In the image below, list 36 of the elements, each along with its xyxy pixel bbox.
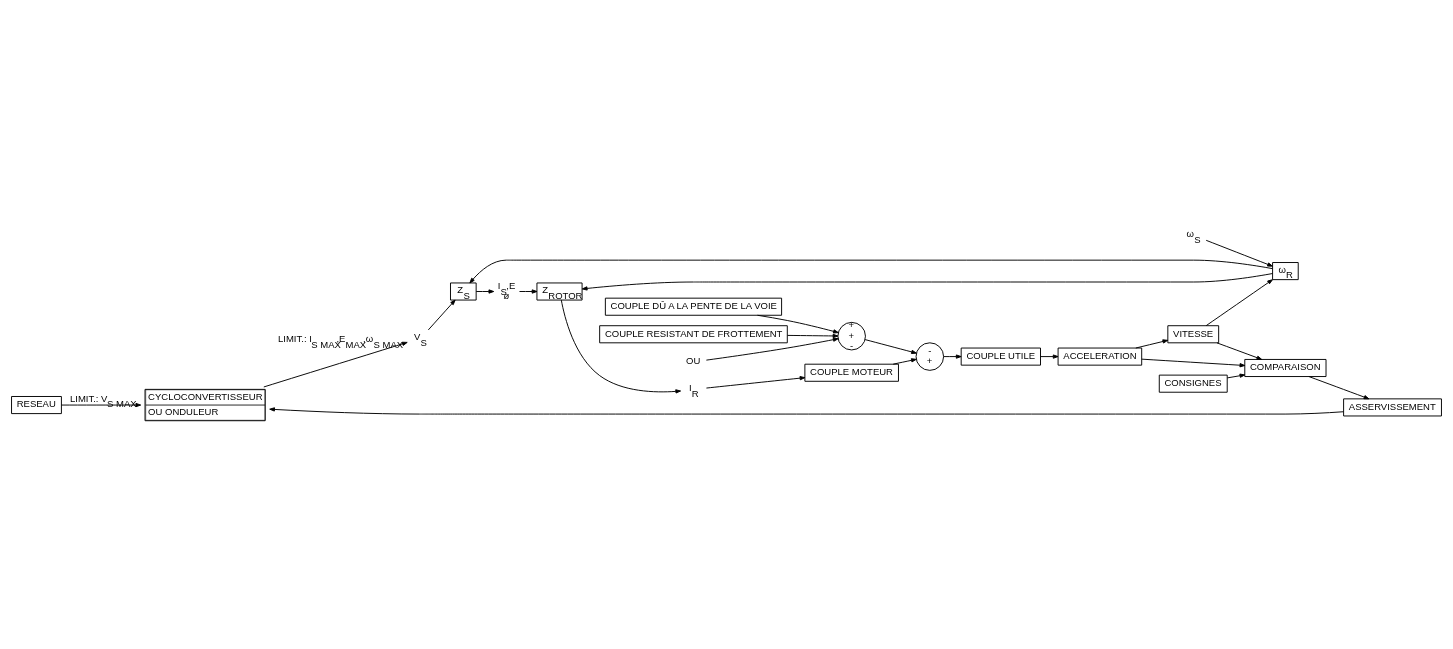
node-box: COUPLE RESISTANT DE FROTTEMENT: [599, 324, 788, 343]
node-text: OU: [686, 354, 701, 366]
arrow: [269, 406, 1344, 415]
arrow: [581, 272, 1273, 291]
arrow: [1308, 375, 1370, 399]
node-box: ACCELERATION: [1057, 347, 1143, 366]
arrow: [1135, 338, 1169, 348]
node-box: COUPLE DÛ A LA PENTE DE LA VOIE: [604, 297, 783, 316]
node-box: ASSERVISSEMENT: [1343, 397, 1442, 416]
arrow: [705, 337, 839, 361]
arrow: [560, 299, 682, 393]
arrow: [1040, 353, 1059, 359]
node-circle: - +: [915, 341, 945, 371]
arrow: [427, 299, 456, 330]
node-circle: + + -: [837, 321, 866, 350]
arrow: [1141, 358, 1246, 367]
arrow: [943, 353, 962, 359]
node-box: VITESSE: [1167, 324, 1220, 343]
node-box: RESEAU: [11, 395, 62, 414]
arrow: [469, 259, 1273, 283]
arrow: [263, 341, 408, 387]
arrow: [1205, 239, 1273, 267]
arrow: [475, 288, 495, 294]
arrow: [1216, 341, 1263, 360]
arrow: [864, 338, 917, 354]
node-box: COMPARAISON: [1244, 358, 1327, 377]
arrow: [61, 402, 142, 407]
node-box: COUPLE UTILE: [960, 347, 1041, 366]
arrow: [519, 288, 538, 294]
arrow: [1226, 373, 1246, 378]
arrow: [787, 333, 839, 338]
arrow: [1205, 278, 1273, 326]
arrow: [892, 357, 917, 365]
node-box: COUPLE MOTEUR: [804, 363, 899, 382]
node-box: CONSIGNES: [1158, 374, 1228, 393]
arrow: [705, 375, 806, 389]
